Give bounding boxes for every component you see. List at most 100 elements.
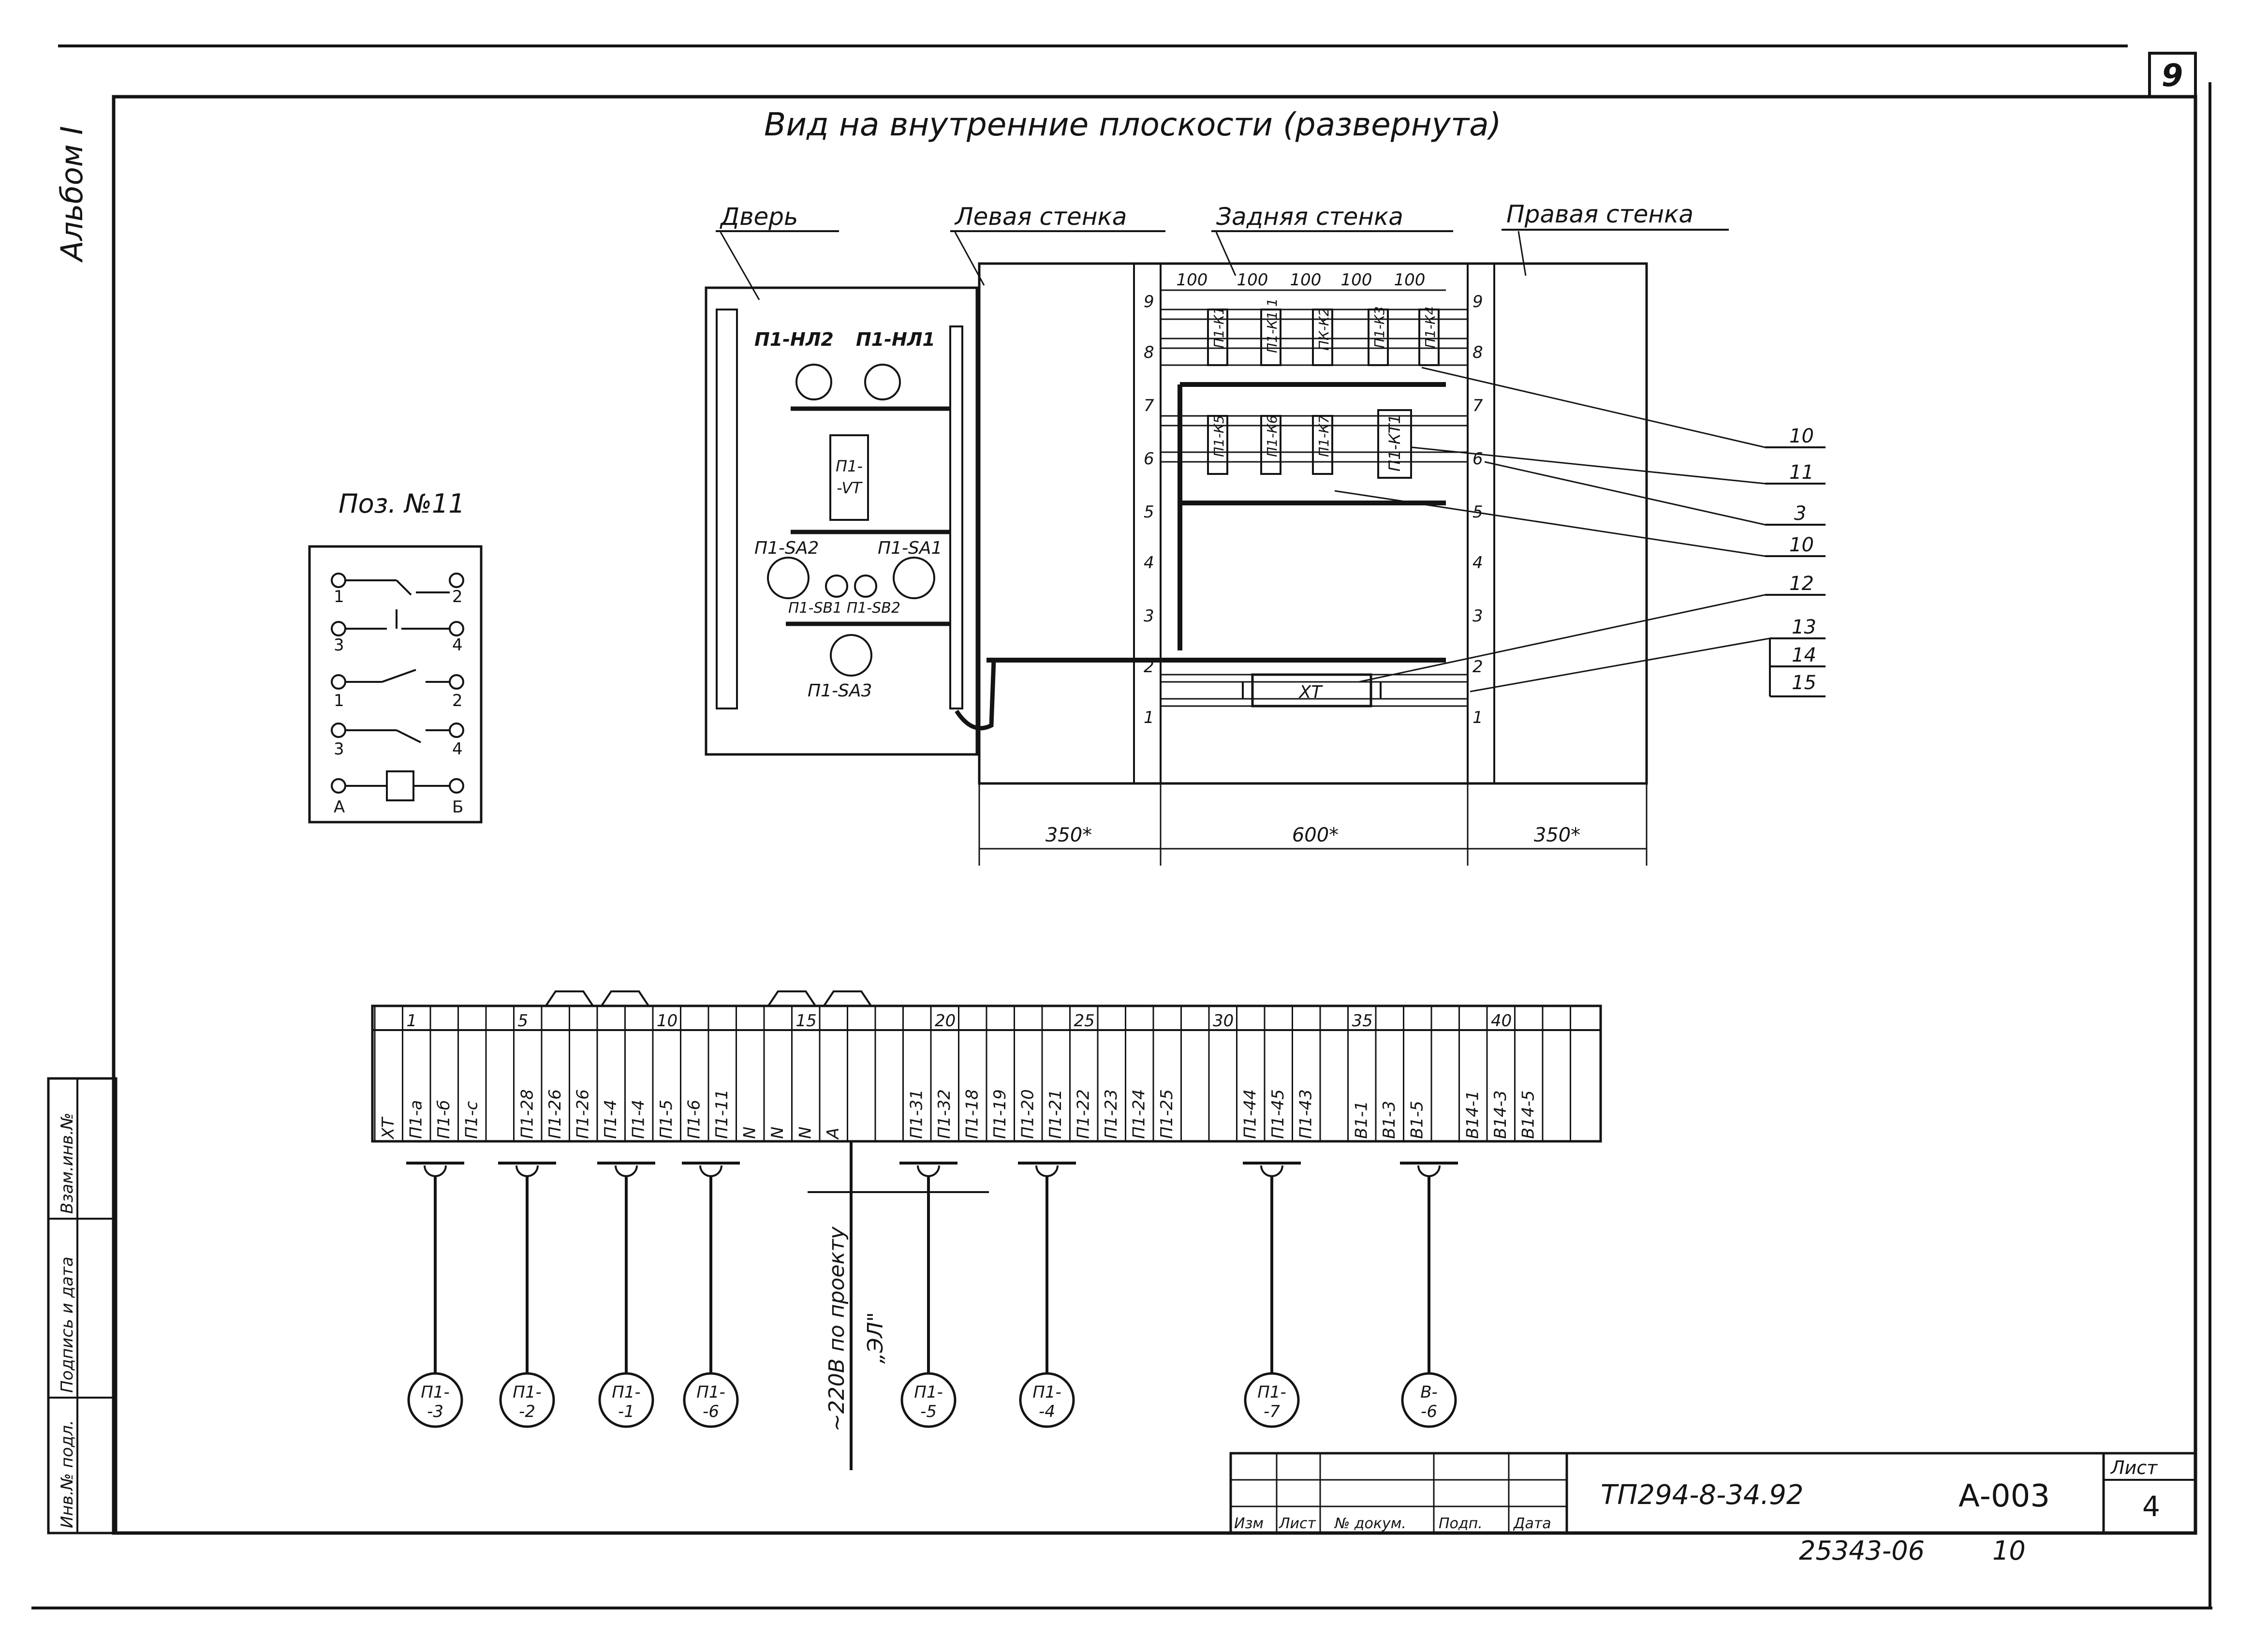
- hdr-sign: Подп.: [1439, 1515, 1483, 1532]
- page-title: Вид на внутренние плоскости (развернута): [764, 106, 1501, 143]
- cable-clamp: [1417, 1165, 1441, 1177]
- strip-label: П1-с: [462, 1101, 482, 1139]
- sa1-label: П1-SA1: [878, 538, 942, 558]
- strip-label: П1-43: [1296, 1089, 1316, 1139]
- cable-label: -2: [519, 1402, 535, 1421]
- strip-number: 40: [1491, 1011, 1512, 1031]
- lamp-left-label: П1-НЛ2: [754, 329, 834, 350]
- strip-label: П1-44: [1241, 1089, 1260, 1139]
- strip-label: П1-18: [963, 1089, 982, 1139]
- switch-sa3: [830, 634, 872, 677]
- ruler-l-4: 4: [1144, 553, 1154, 573]
- cable-marker: [1019, 1372, 1075, 1428]
- supply-note: ~220В по проекту „ЭЛ": [808, 1141, 989, 1470]
- supply-note-1: ~220В по проекту: [825, 1226, 849, 1431]
- cable-marker: [1401, 1372, 1457, 1428]
- callout-13: 13: [1792, 616, 1816, 638]
- spacing-5: 100: [1394, 270, 1426, 290]
- strip-label: П1-26: [545, 1089, 565, 1139]
- spacing-2: 100: [1237, 270, 1268, 290]
- dim-right: 350*: [1534, 824, 1580, 846]
- pin-4b: 4: [452, 739, 463, 759]
- label-door: Дверь: [720, 203, 798, 231]
- pin-3b: 3: [334, 739, 344, 759]
- vt-label-1: П1-: [836, 457, 863, 475]
- ruler-r-8: 8: [1473, 343, 1483, 362]
- relay-k11: П1-К1.1: [1264, 298, 1280, 353]
- ruler-l-8: 8: [1144, 343, 1154, 362]
- lamp-right-label: П1-НЛ1: [856, 329, 935, 350]
- cable-label: -1: [618, 1402, 634, 1421]
- ruler-l-3: 3: [1144, 606, 1154, 626]
- relay-k1: П1-К1: [1211, 306, 1227, 348]
- cable-label: В-: [1420, 1383, 1438, 1402]
- strip-label: П1-24: [1130, 1089, 1149, 1139]
- switch-sa2: [767, 557, 810, 599]
- strip-label: П1-а: [407, 1100, 426, 1139]
- label-right-wall: Правая стенка: [1506, 200, 1693, 228]
- strip-jumper: [545, 990, 594, 1007]
- bottom-dimensions: 350* 600* 350*: [978, 783, 1648, 866]
- album-label: Альбом I: [54, 126, 89, 263]
- vt-label-2: -VT: [837, 479, 863, 497]
- sheet-label: Лист: [2110, 1457, 2158, 1478]
- strip-label: П1-4: [629, 1100, 648, 1139]
- dim-back: 600*: [1292, 824, 1339, 846]
- spacing-1: 100: [1177, 270, 1208, 290]
- pos11-title: Поз. №11: [339, 488, 465, 519]
- strip-number: 35: [1352, 1011, 1373, 1031]
- cable-label: -5: [920, 1402, 937, 1421]
- callout-3: 3: [1794, 502, 1806, 525]
- callout-10b: 10: [1789, 534, 1814, 556]
- strip-number: 5: [518, 1011, 529, 1031]
- cable-marker: [683, 1372, 739, 1428]
- cable-label: П1-: [1032, 1383, 1061, 1402]
- callouts: 10 11 3 10 12 13 14 15: [1334, 367, 1826, 697]
- strip-label: П1-20: [1018, 1089, 1038, 1139]
- hdr-list: Лист: [1279, 1515, 1317, 1532]
- cable-label: -6: [1421, 1402, 1437, 1421]
- ruler-l-5: 5: [1144, 502, 1154, 522]
- xt-label: ХТ: [1298, 682, 1324, 702]
- ruler-r-7: 7: [1473, 396, 1483, 415]
- sa3-label: П1-SA3: [808, 681, 872, 701]
- strip-label: П1-26: [574, 1089, 593, 1139]
- pin-2b: 2: [452, 691, 463, 710]
- button-sb2: [854, 575, 877, 598]
- strip-label: В14-1: [1463, 1091, 1483, 1139]
- strip-jumper: [823, 990, 872, 1007]
- strip-label: П1-11: [712, 1089, 732, 1139]
- supply-note-2: „ЭЛ": [863, 1312, 888, 1364]
- relay-k2: ПК-К2: [1316, 308, 1332, 351]
- relay-kt1: П1-КТ1: [1385, 414, 1404, 472]
- sb-label: П1-SB1 П1-SB2: [788, 600, 900, 617]
- cable-clamp: [1260, 1165, 1283, 1177]
- cable-label: -6: [703, 1402, 719, 1421]
- cable-clamp: [699, 1165, 722, 1177]
- strip-jumper: [767, 990, 816, 1007]
- cable-label: -4: [1039, 1402, 1055, 1421]
- ruler-r-1: 1: [1473, 708, 1483, 727]
- strip-number: 15: [796, 1011, 817, 1031]
- title-block: Изм Лист № докум. Подп. Дата ТП294-8-34.…: [1229, 1452, 2197, 1534]
- strip-label: N: [796, 1127, 815, 1139]
- strip-label: В14-3: [1491, 1091, 1510, 1139]
- label-left-wall: Левая стенка: [954, 203, 1127, 231]
- top-spacing: 100 100 100 100 100: [1161, 270, 1446, 291]
- strip-label: В1-1: [1352, 1101, 1371, 1139]
- doc-code: ТП294-8-34.92: [1601, 1479, 1804, 1511]
- right-ruler: 9 8 7 6 5 4 3 2 1: [1473, 292, 1483, 727]
- button-sb1: [825, 575, 848, 598]
- strip-label: П1-б: [434, 1100, 454, 1139]
- footer-sheet: 10: [1992, 1535, 2026, 1566]
- ruler-l-7: 7: [1144, 396, 1154, 415]
- stamp-sign: Подпись и дата: [58, 1256, 77, 1393]
- view-labels: Дверь Левая стенка Задняя стенка Правая …: [716, 200, 1729, 300]
- strip-label: ХТ: [379, 1117, 398, 1140]
- strip-label: П1-4: [601, 1100, 620, 1139]
- sheet-number: 4: [2142, 1490, 2160, 1523]
- cable-label: П1-: [612, 1383, 640, 1402]
- strip-label: П1-32: [935, 1089, 954, 1139]
